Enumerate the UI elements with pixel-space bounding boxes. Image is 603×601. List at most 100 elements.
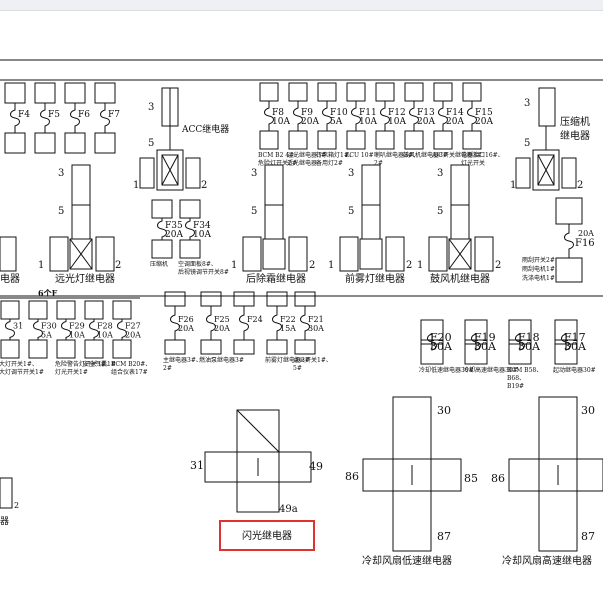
compressor-pin-3: 3 <box>524 98 530 109</box>
fan-low-relay-symbol <box>362 396 462 552</box>
top-row2-fuse-2-top-terminal <box>317 82 337 102</box>
lower-right-fuse-1-fuse-desc-0: 冷却高速继电器30# <box>463 366 518 374</box>
mid-fuse-0-fuse-name: F35 <box>165 221 183 231</box>
f16-fuse-link <box>564 224 574 258</box>
lower-right-fuse-3-fuse-link <box>561 333 571 351</box>
top-row2-fuse-7-fuse-rating: 20A <box>475 117 493 127</box>
f16-top-terminal <box>555 197 583 225</box>
top-row2-fuse-6-fuse-rating: 20A <box>446 117 464 127</box>
lower-right-fuse-2-fuse-desc-1: B68、 <box>507 375 525 382</box>
rear-defrost-pin-5: 5 <box>251 206 257 217</box>
top-row2-fuse-7-top-terminal <box>462 82 482 102</box>
blower-pin-1: 1 <box>417 260 423 271</box>
top-row2-fuse-6-top-terminal <box>433 82 453 102</box>
top-row2-fuse-0-fuse-desc-0: BCM B2 4#、 <box>258 152 300 159</box>
top-row2-fuse-0-fuse-name: F8 <box>272 108 284 118</box>
f16-desc-1: 雨刮电机1# <box>522 265 555 273</box>
compressor-pin-5: 5 <box>524 138 530 149</box>
lower-mid-fuse-0-fuse-name: F26 <box>178 315 194 324</box>
compressor-relay-label-1: 压缩机 <box>560 115 590 128</box>
lower-mid-fuse-1-fuse-desc-0: 燃油泵继电器3# <box>199 356 244 364</box>
f16-desc-2: 洗涤电机1# <box>522 274 555 282</box>
flash-pin-49a: 49a <box>279 504 298 515</box>
highbeam-relay-label: 远光灯继电器 <box>55 272 115 285</box>
top-row1-fuse-3-bottom-terminal <box>94 132 116 154</box>
top-row2-fuse-0-bottom-terminal <box>259 130 279 150</box>
compressor-relay <box>515 87 577 191</box>
flash-relay-label: 闪光继电器 <box>242 531 292 542</box>
lower-right-fuse-3-fuse-rating: 30A <box>564 340 587 353</box>
lower-left-fuse-2-fuse-link <box>61 319 71 340</box>
flash-pin-31: 31 <box>190 459 204 472</box>
mid-fuse-0-fuse-desc-0: 压缩机 <box>150 260 168 268</box>
top-row2-fuse-7-fuse-name: F15 <box>475 108 493 118</box>
mid-fuse-1-top-terminal <box>179 199 201 219</box>
top-row2-fuse-1-fuse-rating: 20A <box>301 117 319 127</box>
lower-mid-fuse-2-top-terminal <box>233 291 255 307</box>
blower-relay-label: 鼓风机继电器 <box>430 272 490 285</box>
top-row1-fuse-2-fuse-name: F6 <box>78 110 90 120</box>
lower-right-fuse-0-fuse-link <box>427 333 437 351</box>
left-partial-relay-2 <box>0 477 13 509</box>
compressor-pin-2: 2 <box>577 180 583 191</box>
front-fog-pin-3: 3 <box>348 168 354 179</box>
lower-mid-fuse-4-top-terminal <box>294 291 316 307</box>
mid-fuse-1-fuse-name: F34 <box>193 221 211 231</box>
lower-left-fuse-1-top-terminal <box>28 300 48 320</box>
top-row2-fuse-1-fuse-link <box>293 101 303 131</box>
mid-fuse-0-top-terminal <box>151 199 173 219</box>
lower-mid-fuse-4-fuse-link <box>300 306 310 340</box>
lower-left-fuse-0-fuse-desc-1: 大灯调节开关1# <box>0 368 44 376</box>
top-row1-fuse-3-fuse-name: F7 <box>108 110 120 120</box>
top-row2-fuse-4-fuse-link <box>380 101 390 131</box>
lower-mid-fuse-4-fuse-name: F21 <box>308 315 324 324</box>
left-relay-partial-label-2: 器 <box>0 516 9 527</box>
lower-right-fuse-2-fuse-rating: 30A <box>518 340 541 353</box>
lower-mid-fuse-3-fuse-desc-0: 前雾灯继电器3# <box>265 356 310 364</box>
lower-left-fuse-1-fuse-name: F30 <box>41 322 57 331</box>
lower-left-fuse-3-fuse-rating: 10A <box>97 331 113 340</box>
top-row1-fuse-0-top-terminal <box>4 82 26 104</box>
top-row2-fuse-4-fuse-name: F12 <box>388 108 406 118</box>
lower-mid-fuse-2-fuse-name: F24 <box>247 315 263 324</box>
top-row2-fuse-1-fuse-desc-0: 远光继电器3#、 <box>287 151 332 159</box>
top-row2-fuse-5-bottom-terminal <box>404 130 424 150</box>
rear-defrost-pin-1: 1 <box>231 260 237 271</box>
flash-relay-symbol <box>204 409 312 513</box>
top-row2-fuse-0-fuse-rating: 10A <box>272 117 290 127</box>
blower-pin-5: 5 <box>437 206 443 217</box>
rear-defrost-pin-2: 2 <box>309 260 315 271</box>
left-partial-pin-2: 2 <box>14 501 19 510</box>
lower-mid-fuse-3-fuse-name: F22 <box>280 315 296 324</box>
left-relay-partial-label: 电器 <box>0 272 20 285</box>
left-partial-relay <box>0 236 17 272</box>
top-row2-fuse-2-fuse-desc-0: 行李箱灯1#、 <box>316 151 355 159</box>
lower-mid-fuse-1-fuse-name: F25 <box>214 315 230 324</box>
f16-bottom-terminal <box>555 257 583 283</box>
lower-mid-fuse-4-fuse-desc-1: 5# <box>293 365 302 372</box>
lower-mid-fuse-3-fuse-link <box>272 306 282 340</box>
fan-high-pin-30: 30 <box>581 404 595 417</box>
lower-mid-fuse-4-fuse-desc-0: 点火开关1#、 <box>293 356 332 364</box>
top-row2-fuse-7-fuse-desc-0: 诊断接口16#、 <box>461 151 504 159</box>
mid-fuse-1-fuse-rating: 10A <box>193 230 211 240</box>
lower-left-fuse-0-bottom-terminal <box>0 339 20 359</box>
top-row2-fuse-3-top-terminal <box>346 82 366 102</box>
lower-mid-fuse-4-bottom-terminal <box>294 339 316 355</box>
top-row2-fuse-3-fuse-rating: 10A <box>359 117 377 127</box>
top-row2-fuse-2-fuse-name: F10 <box>330 108 348 118</box>
fan-low-pin-87: 87 <box>437 530 451 543</box>
lower-left-fuse-0-fuse-link <box>5 319 15 340</box>
top-row2-fuse-6-fuse-link <box>438 101 448 131</box>
lower-left-fuse-4-fuse-desc-0: BCM B20#、 <box>111 361 151 368</box>
lower-mid-fuse-1-bottom-terminal <box>200 339 222 355</box>
top-row2-fuse-1-bottom-terminal <box>288 130 308 150</box>
lower-left-fuse-4-fuse-desc-1: 组合仪表17# <box>111 368 148 376</box>
lower-left-fuse-1-fuse-rating: 5A <box>41 331 52 340</box>
highbeam-pin-3: 3 <box>58 168 64 179</box>
mid-fuse-0-fuse-rating: 20A <box>165 230 183 240</box>
lower-mid-fuse-3-bottom-terminal <box>266 339 288 355</box>
front-fog-pin-1: 1 <box>328 260 334 271</box>
acc-relay-label: ACC继电器 <box>181 123 229 135</box>
